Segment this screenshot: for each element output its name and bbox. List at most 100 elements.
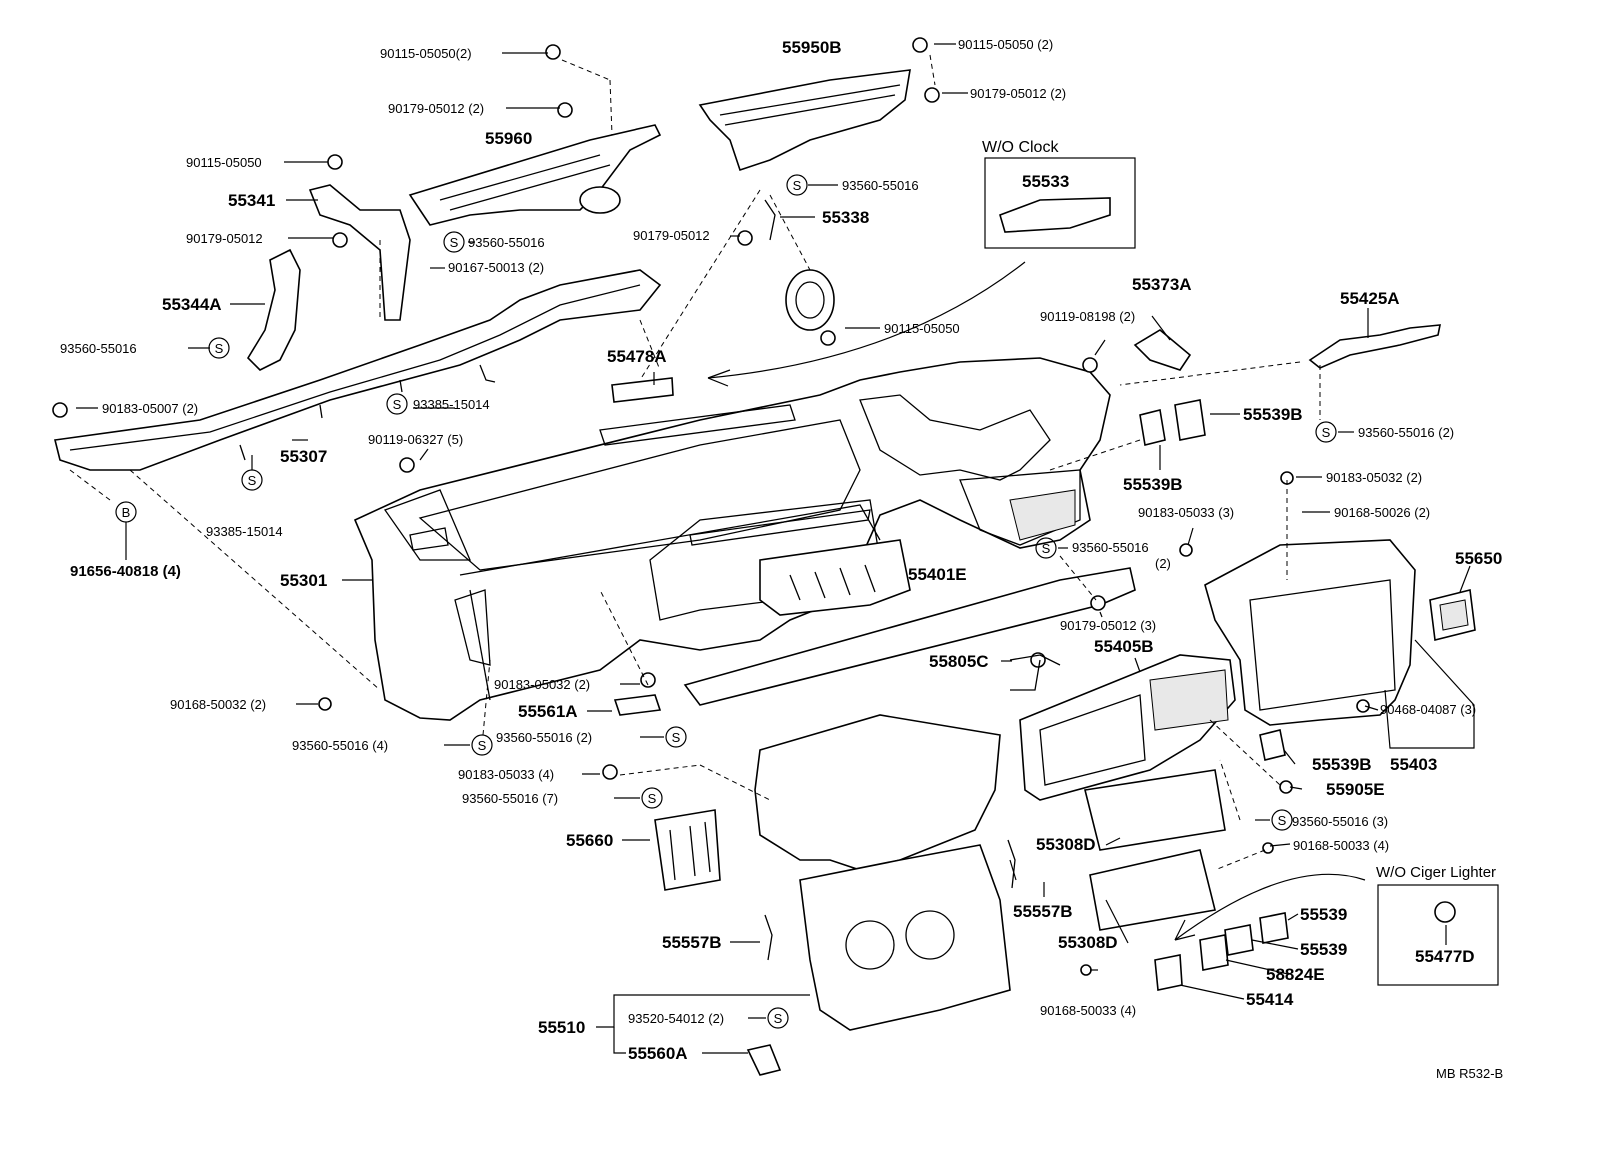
label-55373a: 55373A: [1132, 275, 1192, 294]
label-93560-55016: 93560-55016 (4): [292, 738, 388, 753]
label-93560-55016: 93560-55016: [1072, 540, 1149, 555]
arrow-lighter: [1174, 873, 1366, 941]
label-90179-05012: 90179-05012: [633, 228, 710, 243]
b-badge: B: [122, 505, 131, 520]
s-badge: S: [215, 341, 224, 356]
label-90183-05032: 90183-05032 (2): [1326, 470, 1422, 485]
label-55308d: 55308D: [1058, 933, 1118, 952]
label-90168-50032: 90168-50032 (2): [170, 697, 266, 712]
label-55344a: 55344A: [162, 295, 222, 314]
label-55539: 55539: [1300, 940, 1347, 959]
labels: 90115-05050(2) 90179-05012 (2) 55960 901…: [60, 37, 1503, 1081]
clips: [613, 694, 1016, 1076]
bracket-55373a: [1133, 329, 1192, 371]
label-93560-55016: 93560-55016: [842, 178, 919, 193]
label-55341: 55341: [228, 191, 275, 210]
label-90179-05012: 90179-05012 (2): [970, 86, 1066, 101]
label-90179-05012: 90179-05012 (3): [1060, 618, 1156, 633]
center-vent-assembly: [759, 539, 911, 616]
clock-inset: [984, 157, 1136, 249]
leader-lines: [69, 43, 1475, 1054]
label-90183-05033: 90183-05033 (4): [458, 767, 554, 782]
label-55660: 55660: [566, 831, 613, 850]
label-55477d: 55477D: [1415, 947, 1475, 966]
label-55301: 55301: [280, 571, 327, 590]
label-90179-05012: 90179-05012: [186, 231, 263, 246]
label-55533: 55533: [1022, 172, 1069, 191]
s-badge: S: [1322, 425, 1331, 440]
bracket-55344a: [246, 248, 301, 371]
label-55805c: 55805C: [929, 652, 989, 671]
label-55510: 55510: [538, 1018, 585, 1037]
label-55561a: 55561A: [518, 702, 578, 721]
label-90119-06327: 90119-06327 (5): [368, 432, 463, 447]
cover-55478a: [611, 377, 674, 403]
label-58824e: 58824E: [1266, 965, 1325, 984]
label-55905e: 55905E: [1326, 780, 1385, 799]
label-90115-05050: 90115-05050 (2): [958, 37, 1053, 52]
label-55403: 55403: [1390, 755, 1437, 774]
label-90115-05050: 90115-05050: [884, 321, 960, 336]
label-90168-50026: 90168-50026 (2): [1334, 505, 1430, 520]
label-55308d: 55308D: [1036, 835, 1096, 854]
label-93560-55016: 93560-55016: [60, 341, 137, 356]
lower-panel-55510: [754, 714, 1011, 1031]
label-90119-08198: 90119-08198 (2): [1040, 309, 1135, 324]
s-badge: S: [1278, 813, 1287, 828]
label-93385-15014: 93385-15014: [206, 524, 283, 539]
label-90183-05007: 90183-05007 (2): [102, 401, 198, 416]
vent-55650: [1429, 589, 1476, 641]
defroster-nozzle-55950b: [698, 69, 911, 172]
s-badge: S: [793, 178, 802, 193]
s-badge: S: [1042, 541, 1051, 556]
dashboard-panel-55301: [353, 357, 1111, 721]
inset-title-lighter: W/O Ciger Lighter: [1376, 864, 1496, 881]
s-badges: S S S S B S S S S S S S S: [115, 174, 1337, 1029]
label-90183-05032: 90183-05032 (2): [494, 677, 590, 692]
arrow-clock: [707, 261, 1026, 379]
vent-55660: [654, 809, 721, 891]
label-90167-50013: 90167-50013 (2): [448, 260, 544, 275]
bracket-55341: [308, 184, 411, 321]
label-90168-50033: 90168-50033 (4): [1040, 1003, 1136, 1018]
reinforcement-55307: [54, 269, 662, 471]
label-55560a: 55560A: [628, 1044, 688, 1063]
label-93560-55016: 93560-55016: [468, 235, 545, 250]
inset-title-clock: W/O Clock: [982, 139, 1059, 156]
label-55650: 55650: [1455, 549, 1502, 568]
label-93385-15014: 93385-15014: [413, 397, 490, 412]
arrow-clock-head: [707, 369, 731, 387]
label-90468-04087: 90468-04087 (3): [1380, 702, 1476, 717]
label-93560-55016: 93560-55016 (7): [462, 791, 558, 806]
label-qty-2: (2): [1155, 556, 1171, 571]
center-bezel-55405b: [1019, 654, 1236, 801]
arrow-lighter-head: [1174, 919, 1196, 941]
s-badge: S: [248, 473, 257, 488]
label-55405b: 55405B: [1094, 637, 1154, 656]
lighter-inset-box: [1377, 884, 1499, 986]
label-90183-05033: 90183-05033 (3): [1138, 505, 1234, 520]
label-55539b: 55539B: [1312, 755, 1372, 774]
label-55401e: 55401E: [908, 565, 967, 584]
cable-55805c: [1009, 654, 1061, 691]
label-90168-50033: 90168-50033 (4): [1293, 838, 1389, 853]
switch-parts: [1154, 912, 1289, 991]
label-55539: 55539: [1300, 905, 1347, 924]
brace-55425a: [1308, 324, 1441, 369]
glove-box-55403: [1204, 539, 1416, 726]
s-badge: S: [478, 738, 487, 753]
label-55557b: 55557B: [1013, 902, 1073, 921]
label-90115-05050: 90115-05050(2): [380, 46, 472, 61]
label-55539b: 55539B: [1123, 475, 1183, 494]
footer-ref: MB R532-B: [1436, 1066, 1503, 1081]
s-badge: S: [648, 791, 657, 806]
pockets-55308d: [1084, 769, 1226, 931]
label-55338: 55338: [822, 208, 869, 227]
defroster-nozzle-55960: [408, 124, 662, 226]
s-badge: S: [672, 730, 681, 745]
label-55539b: 55539B: [1243, 405, 1303, 424]
lower-pad-55401e: [683, 567, 1136, 706]
label-55950b: 55950B: [782, 38, 842, 57]
label-91656-40818: 91656-40818 (4): [70, 563, 181, 580]
